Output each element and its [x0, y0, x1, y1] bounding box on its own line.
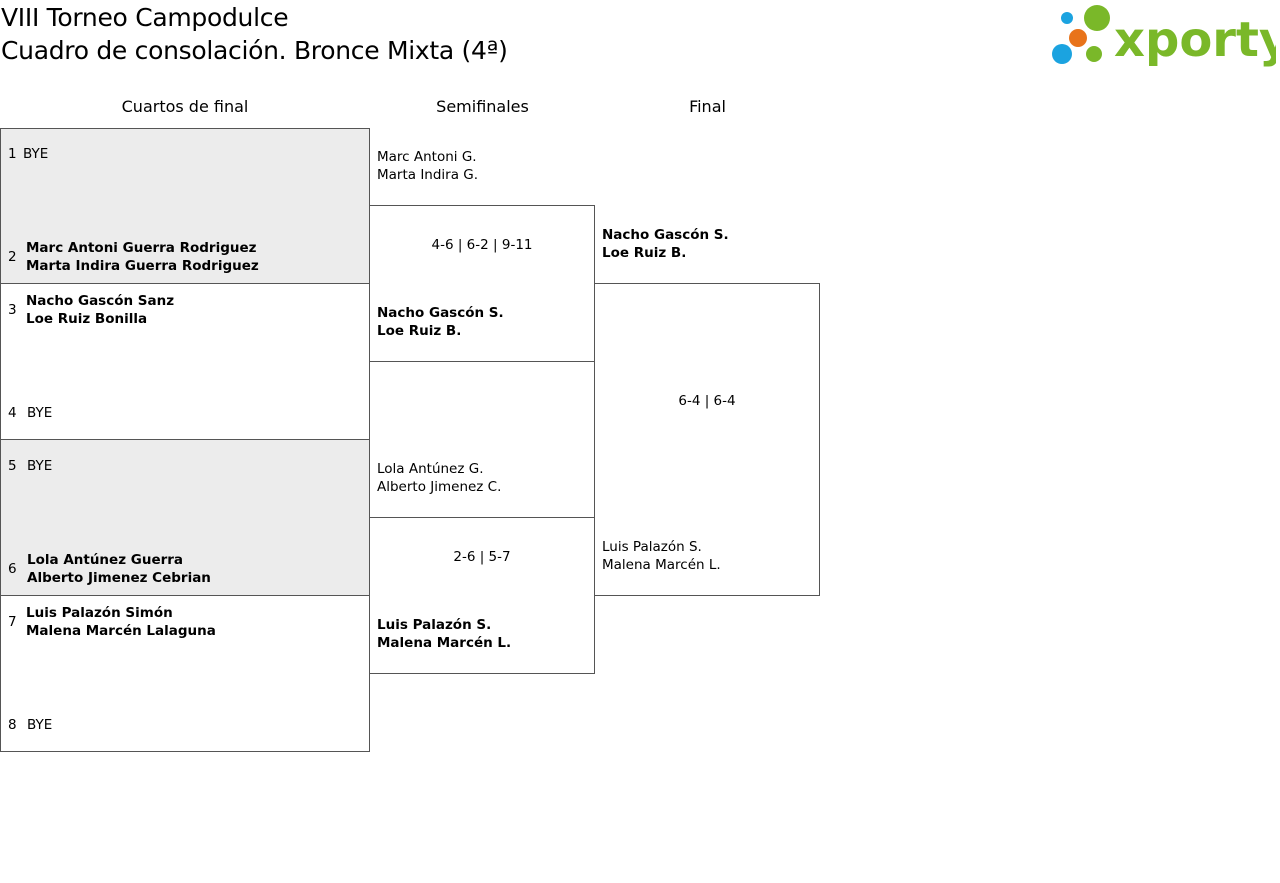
qf-entry-3-seed: 3 — [8, 301, 27, 319]
qf-entry-8: 8 BYE — [8, 716, 52, 734]
player-name: Malena Marcén Lalaguna — [26, 623, 216, 639]
seed-number: 1 — [8, 146, 17, 162]
seed-number: 2 — [8, 249, 17, 265]
player-name: Loe Ruiz Bonilla — [26, 311, 148, 327]
sf1-top-pair: Marc Antoni G. Marta Indira G. — [377, 148, 478, 184]
player-name: Marta Indira Guerra Rodriguez — [26, 258, 259, 274]
player-name: Marc Antoni G. — [377, 149, 477, 165]
qf-entry-6: Lola Antúnez Guerra Alberto Jimenez Cebr… — [27, 551, 211, 587]
quarterfinal-match-1 — [0, 128, 370, 284]
seed-number: 8 — [8, 717, 17, 733]
player-name: Nacho Gascón S. — [377, 305, 504, 321]
qf-entry-5: 5 BYE — [8, 457, 52, 475]
bye-label: BYE — [27, 717, 53, 733]
tournament-title: VIII Torneo Campodulce — [1, 3, 289, 32]
xporty-logo: xporty — [1050, 4, 1280, 68]
player-name: Alberto Jimenez C. — [377, 479, 502, 495]
final-score: 6-4 | 6-4 — [678, 393, 736, 409]
qf-entry-1: 1 BYE — [8, 145, 48, 163]
seed-number: 7 — [8, 614, 17, 630]
player-name: Malena Marcén L. — [377, 635, 512, 651]
player-name: Marc Antoni Guerra Rodriguez — [26, 240, 257, 256]
sf2-top-pair: Lola Antúnez G. Alberto Jimenez C. — [377, 460, 501, 496]
bye-label: BYE — [27, 405, 53, 421]
player-name: Loe Ruiz B. — [377, 323, 462, 339]
player-name: Malena Marcén L. — [602, 557, 721, 573]
qf-entry-6-seed: 6 — [8, 560, 27, 578]
seed-number: 5 — [8, 458, 17, 474]
bye-label: BYE — [23, 146, 49, 162]
qf-entry-2-seed: 2 — [8, 248, 27, 266]
round-header-semifinals: Semifinales — [436, 97, 529, 116]
qf-entry-3: Nacho Gascón Sanz Loe Ruiz Bonilla — [26, 292, 174, 328]
qf-entry-2: Marc Antoni Guerra Rodriguez Marta Indir… — [26, 239, 259, 275]
draw-subtitle: Cuadro de consolación. Bronce Mixta (4ª) — [1, 36, 508, 65]
player-name: Nacho Gascón S. — [602, 227, 729, 243]
player-name: Luis Palazón S. — [377, 617, 492, 633]
player-name: Loe Ruiz B. — [602, 245, 687, 261]
final-match — [594, 283, 820, 596]
qf-entry-7-seed: 7 — [8, 613, 27, 631]
player-name: Nacho Gascón Sanz — [26, 293, 175, 309]
seed-number: 6 — [8, 561, 17, 577]
sf1-score: 4-6 | 6-2 | 9-11 — [431, 237, 533, 253]
sf2-score: 2-6 | 5-7 — [453, 549, 511, 565]
player-name: Luis Palazón Simón — [26, 605, 173, 621]
final-top-pair: Nacho Gascón S. Loe Ruiz B. — [602, 226, 729, 262]
logo-wordmark: xporty — [1114, 12, 1276, 68]
player-name: Luis Palazón S. — [602, 539, 702, 555]
player-name: Alberto Jimenez Cebrian — [27, 570, 211, 586]
sf2-bottom-pair: Luis Palazón S. Malena Marcén L. — [377, 616, 511, 652]
final-bottom-pair: Luis Palazón S. Malena Marcén L. — [602, 538, 721, 574]
bye-label: BYE — [27, 458, 53, 474]
seed-number: 4 — [8, 405, 17, 421]
qf-entry-7: Luis Palazón Simón Malena Marcén Lalagun… — [26, 604, 216, 640]
player-name: Lola Antúnez Guerra — [27, 552, 184, 568]
xporty-logo-mark: xporty — [1052, 5, 1280, 68]
player-name: Marta Indira G. — [377, 167, 479, 183]
quarterfinal-match-3 — [0, 439, 370, 596]
player-name: Lola Antúnez G. — [377, 461, 484, 477]
seed-number: 3 — [8, 302, 17, 318]
round-header-quarterfinals: Cuartos de final — [121, 97, 249, 116]
qf-entry-4: 4 BYE — [8, 404, 52, 422]
round-header-final: Final — [689, 97, 726, 116]
sf1-bottom-pair: Nacho Gascón S. Loe Ruiz B. — [377, 304, 504, 340]
